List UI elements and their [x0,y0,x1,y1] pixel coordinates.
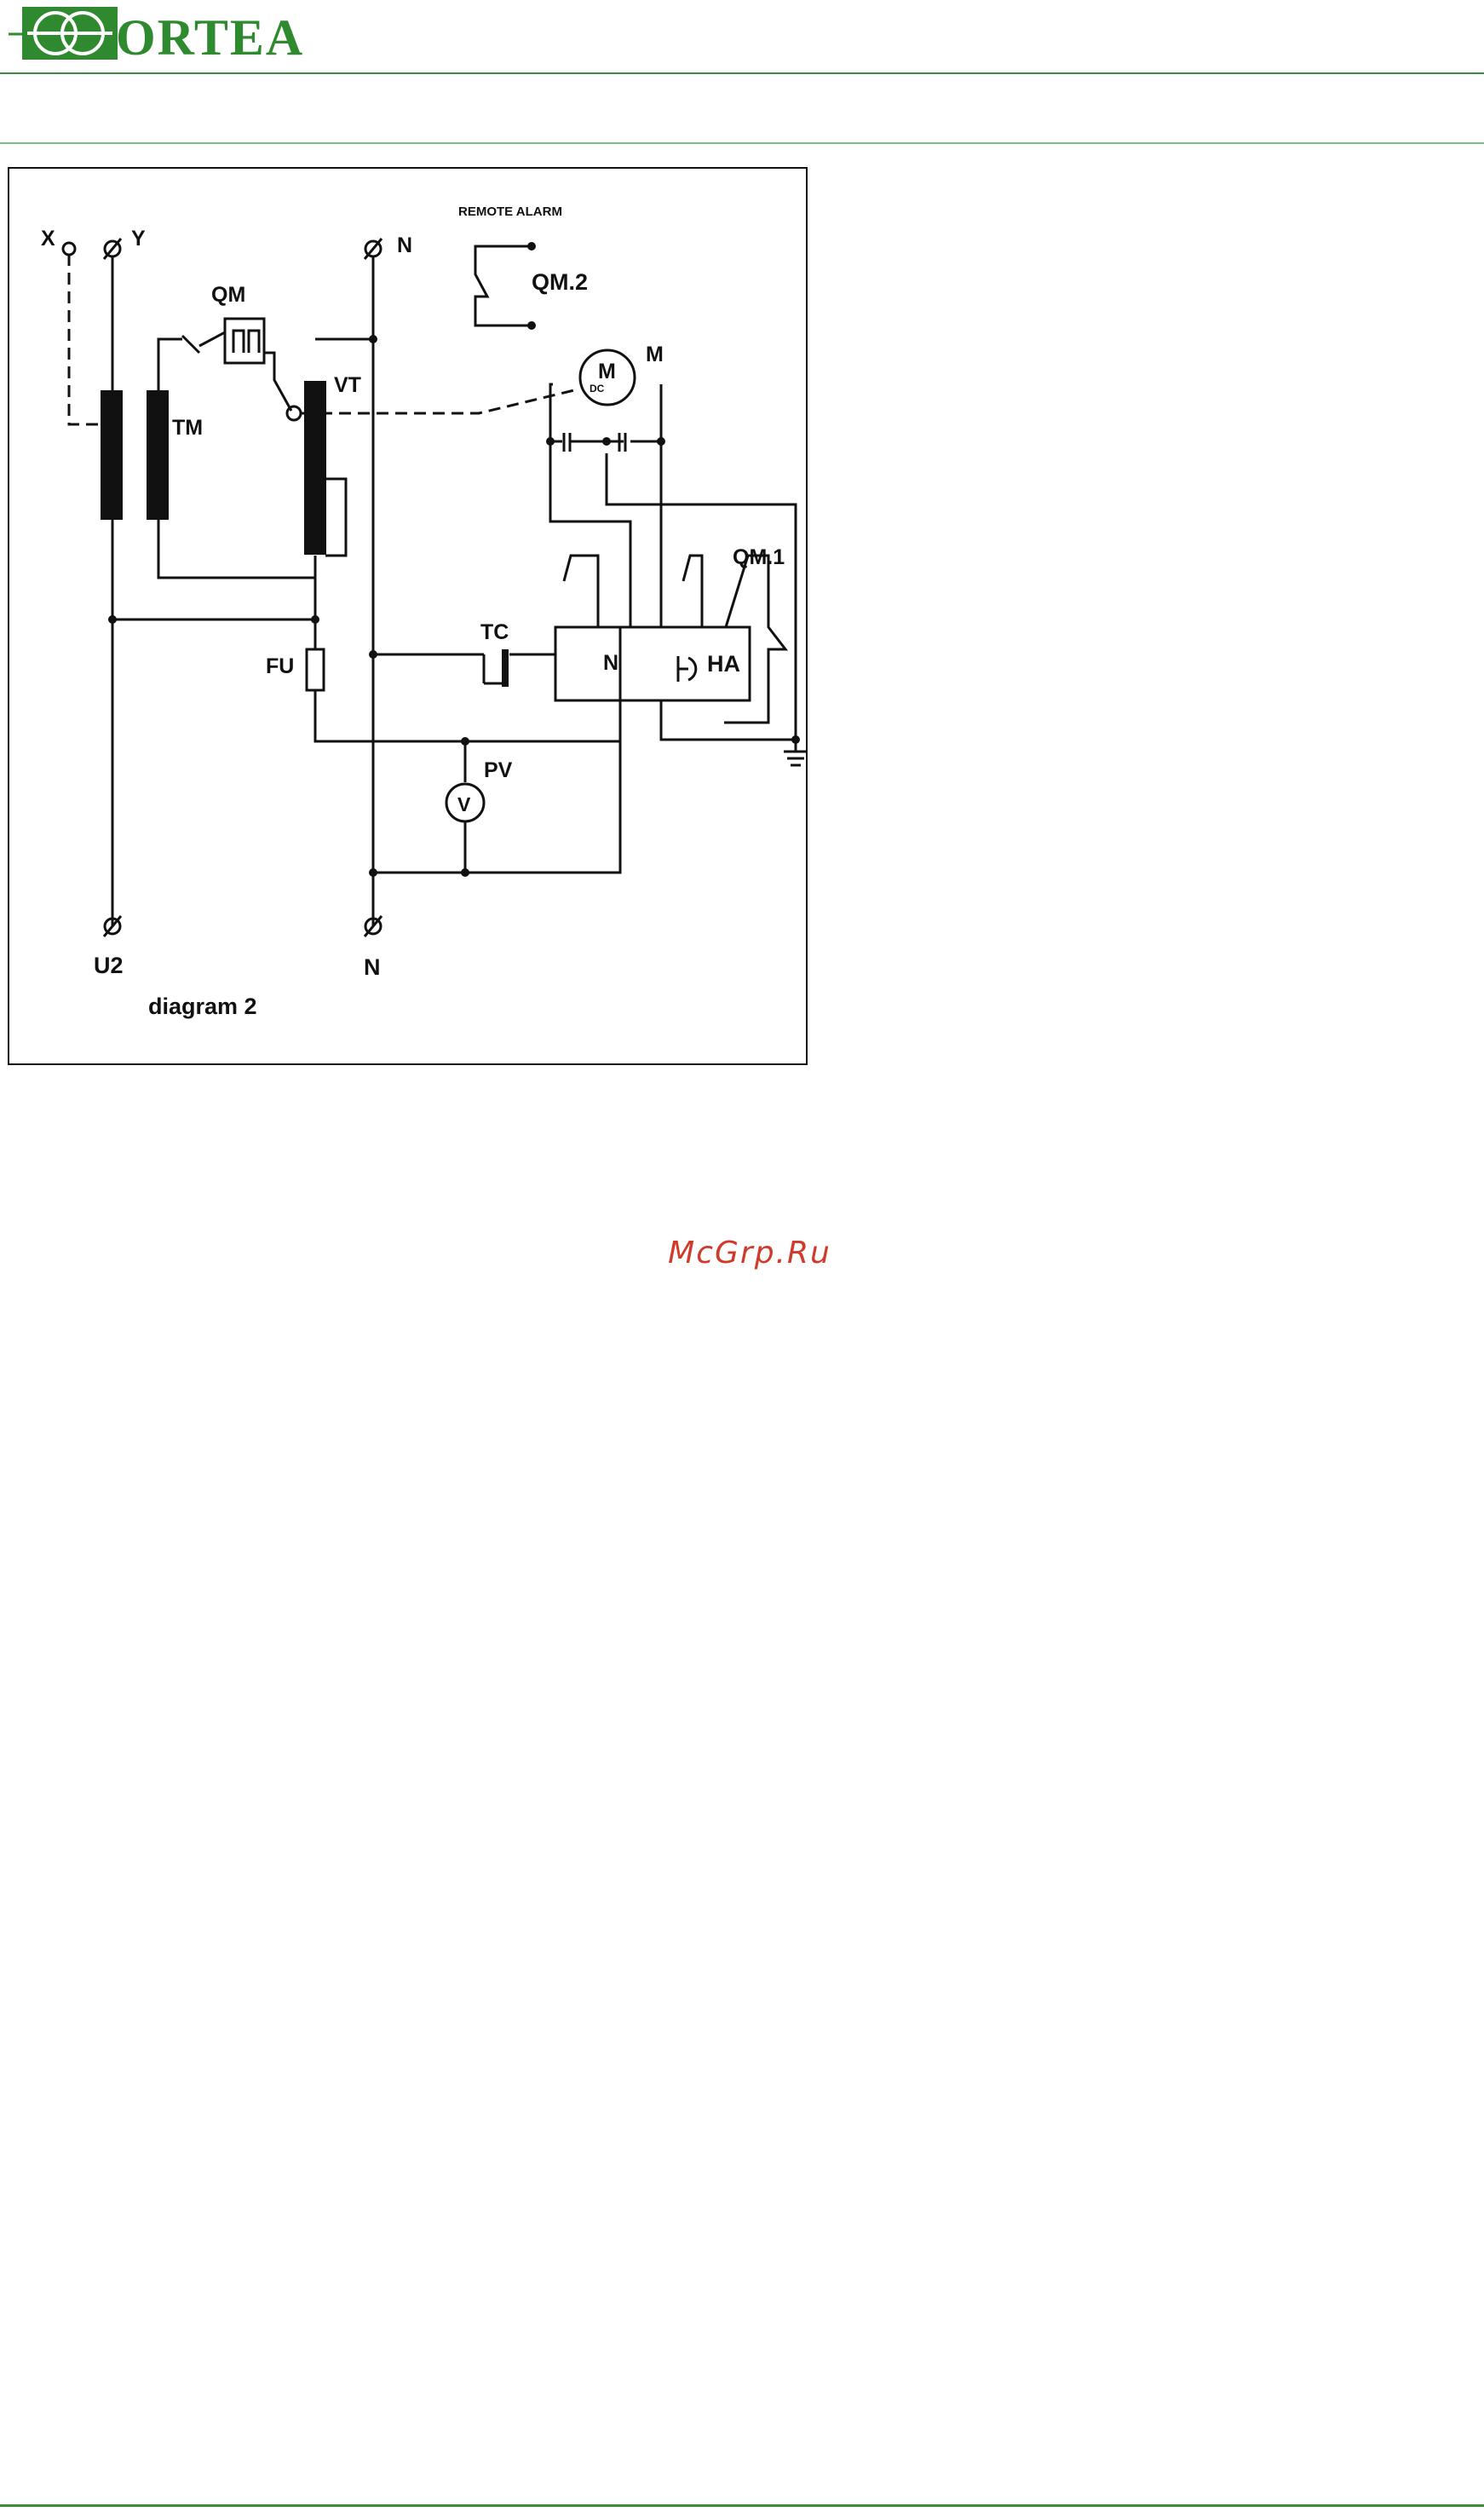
label-u2: U2 [94,953,124,978]
watermark: McGrp.Ru [647,1236,852,1270]
label-vt: VT [334,373,361,397]
label-m: M [646,343,664,366]
brand-text: ORTEA [116,9,304,66]
label-qm: QM [211,283,245,307]
label-ha: HA [707,651,740,677]
label-n-box: N [603,651,618,675]
label-y: Y [131,227,146,251]
label-qm2: QM.2 [532,269,588,295]
diagram-caption: diagram 2 [148,994,257,1019]
label-x: X [41,227,55,251]
ortea-logo: ORTEA [9,2,341,66]
label-n-top: N [397,233,412,257]
footer-rule [0,2504,1484,2507]
label-qm1: QM.1 [733,545,785,569]
label-v: V [457,793,471,815]
label-fu: FU [266,654,294,678]
label-tm: TM [172,416,203,440]
header-rule [0,72,1484,74]
remote-alarm-label: REMOTE ALARM [458,205,562,219]
label-n-bottom: N [364,954,381,980]
label-pv: PV [484,758,513,782]
wiring-diagram: X Y N REMOTE ALARM QM TM VT QM.2 M M DC … [8,167,808,1065]
label-motor-dc: DC [590,383,605,395]
diagram-drawing: X Y N REMOTE ALARM QM TM VT QM.2 M M DC … [9,169,806,1063]
label-motor-m: M [598,360,616,383]
label-tc: TC [480,620,509,644]
header-subrule [0,142,1484,144]
